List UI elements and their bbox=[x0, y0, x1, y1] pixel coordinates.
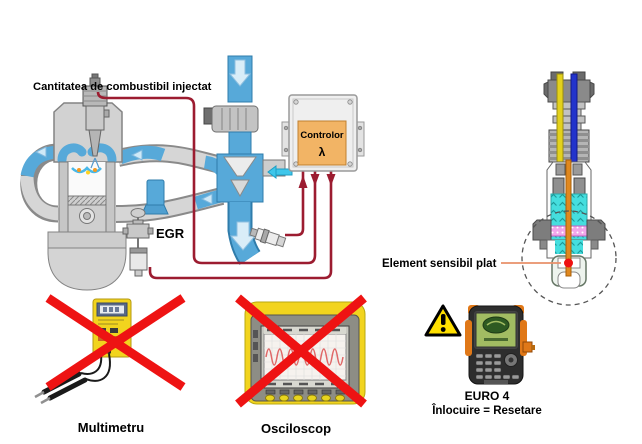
flat-sensing-element-dot bbox=[564, 258, 573, 268]
egr-valve bbox=[122, 179, 169, 277]
sensor-wire-yellow bbox=[556, 73, 564, 167]
red-cross-oscilloscope bbox=[235, 294, 367, 408]
arrow-down-icon bbox=[326, 174, 336, 186]
wire-egr-control bbox=[148, 171, 333, 280]
piston bbox=[67, 195, 107, 233]
wire-injector-control bbox=[96, 91, 317, 265]
engine-schematic bbox=[20, 55, 293, 291]
label-egr: EGR bbox=[156, 226, 185, 241]
lambda-sensor-symbol bbox=[249, 227, 287, 248]
sensor-electrode bbox=[565, 159, 572, 277]
fuel-injector bbox=[82, 73, 110, 169]
venturi-mixer bbox=[216, 153, 264, 203]
lambda-sensor-cross-section bbox=[501, 71, 617, 306]
control-wires bbox=[96, 91, 333, 280]
throttle-body bbox=[203, 105, 259, 133]
arrow-up-icon bbox=[298, 175, 308, 188]
arrow-down-icon bbox=[310, 174, 320, 186]
label-oscilloscope: Osciloscop bbox=[261, 421, 331, 436]
engine-block bbox=[47, 102, 127, 291]
intake-riser-pipe bbox=[203, 55, 293, 265]
sensor-ribbed-body bbox=[548, 129, 590, 163]
controller-label-plate bbox=[297, 120, 347, 166]
scope-buttons bbox=[265, 389, 346, 402]
label-euro4: EURO 4 bbox=[465, 389, 510, 403]
wire-lambda-signal bbox=[285, 171, 305, 237]
scanner-keypad bbox=[475, 353, 520, 380]
sensor-wire-blue bbox=[570, 73, 578, 167]
label-replace-reset: Înlocuire = Resetare bbox=[431, 404, 542, 417]
red-cross-multimeter bbox=[45, 294, 186, 391]
label-flat-sensing-element: Element sensibil plat bbox=[382, 258, 497, 270]
wire-arrowheads bbox=[298, 174, 336, 188]
upper-charge-pipe bbox=[115, 144, 234, 184]
label-multimeter: Multimetru bbox=[78, 420, 145, 435]
controller-label-line1: Controlor bbox=[300, 130, 344, 141]
diagnostic-tool bbox=[465, 305, 535, 385]
warning-triangle-icon bbox=[424, 304, 462, 337]
label-fuel-quantity: Cantitatea de combustibil injectat bbox=[33, 81, 212, 93]
lambda-controller-box: Controlor λ bbox=[281, 94, 365, 172]
highlight-dashed-circle bbox=[521, 210, 617, 306]
fresh-air-arrow-icon bbox=[267, 165, 293, 179]
controller-lambda-symbol: λ bbox=[319, 145, 326, 159]
